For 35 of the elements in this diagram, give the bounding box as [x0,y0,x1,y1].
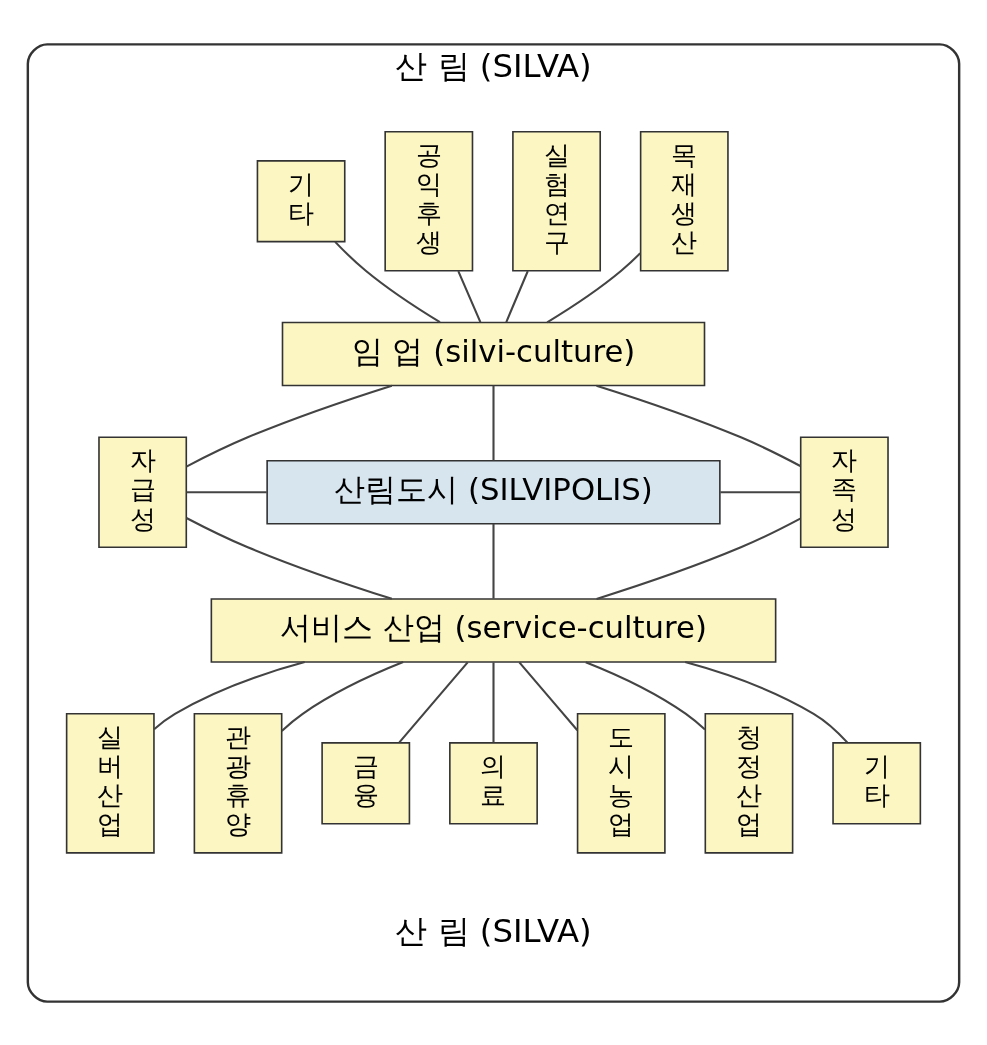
node-box: 임 업 (silvi-culture) [281,321,706,386]
node-box: 도시농업 [576,712,666,854]
node-box: 금융 [321,741,411,825]
node-box: 관광휴양 [193,712,283,854]
connector [492,523,495,599]
connector [334,240,441,323]
connector [684,660,848,743]
connector [492,385,495,460]
node-box: 청정산업 [704,712,794,854]
connector [185,516,393,600]
node-box: 기타 [832,741,922,825]
connector [518,661,579,731]
node-box: 실험연구 [512,130,601,272]
connector [492,661,495,742]
connector [457,270,482,322]
node-box: 의료 [449,741,538,825]
node-box: 산림도시 (SILVIPOLIS) [266,459,721,525]
connector [596,384,801,467]
node-box: 자족성 [799,436,889,548]
connector [546,252,641,323]
node-box: 기타 [256,159,346,242]
node-box: 서비스 산업 (service-culture) [210,597,777,663]
connector [505,270,529,322]
node-box: 목재생산 [639,130,729,272]
connector [185,384,393,468]
connector [596,517,801,600]
node-box: 실버산업 [65,712,155,854]
connector [720,490,801,493]
node-box: 공익후생 [384,130,474,272]
connector [153,660,305,730]
connector [186,490,267,493]
connector [585,660,706,730]
node-box: 자급성 [98,436,188,548]
connector [281,660,404,732]
connector [398,661,469,743]
